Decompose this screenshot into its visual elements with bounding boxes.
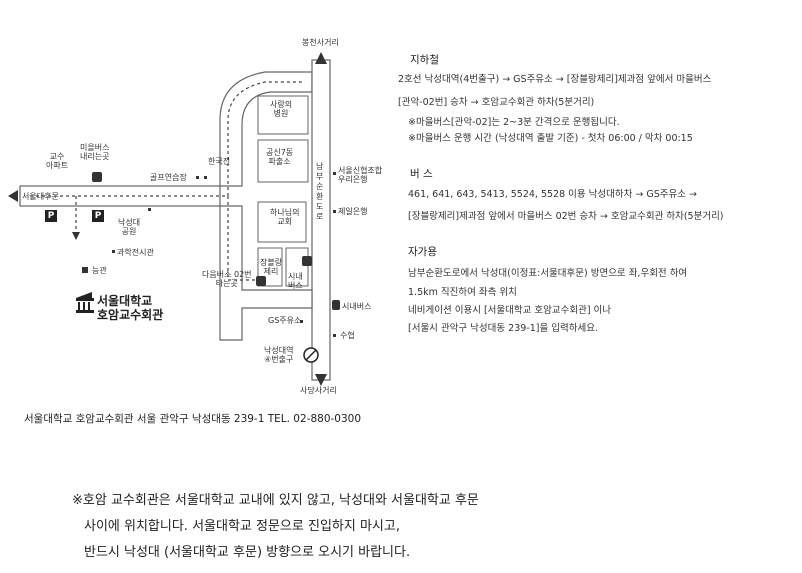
subway-line: 2호선 낙성대역(4번출구) → GS주유소 → [장블랑제리]제과점 앞에서 …: [398, 74, 712, 85]
marker: [112, 250, 115, 253]
car-line: 1.5km 직진하여 좌측 위치: [408, 287, 517, 298]
address-caption: 서울대학교 호암교수회관 서울 관악구 낙성대동 239-1 TEL. 02-8…: [24, 413, 362, 425]
car-line: 남부순환도로에서 낙성대(이정표:서울대후문) 방면으로 좌,우회전 하여: [408, 268, 688, 279]
label-bus-02: 다음버스 02번 타는곳: [202, 270, 252, 288]
subway-icon: [303, 347, 319, 363]
label-station: 낙성대역 ④번출구: [264, 346, 294, 364]
label-gongsin: 공신7동 파출소: [266, 148, 294, 166]
notice-line: 사이에 위치합니다. 서울대학교 정문으로 진입하지 마시고,: [84, 519, 400, 534]
marker-doosan: [82, 267, 88, 273]
marker: [148, 208, 151, 211]
block-hani: [257, 201, 307, 243]
route-down-arrow-icon: [72, 232, 80, 240]
bus-icon: [302, 256, 312, 266]
car-line: 네비게이션 이용시 [서울대학교 호암교수회관] 이나: [408, 305, 612, 316]
label-doosan: 능관: [92, 266, 107, 275]
parking-icon: P: [45, 210, 57, 222]
south-road-label: 사당사거리: [300, 386, 337, 395]
label-mieulbus-stop: 미을버스 내리는곳: [80, 143, 110, 161]
marker: [196, 176, 199, 179]
label-golf: 골프연습장: [150, 173, 187, 182]
marker: [333, 172, 336, 175]
bus-icon: [256, 276, 266, 286]
bus-line: [장블랑제리]제과점 앞에서 마을버스 02번 승차 → 호암교수회관 하차(5…: [408, 211, 724, 222]
hall-icon: [76, 292, 94, 313]
notice: ※호암 교수회관은 서울대학교 교내에 있지 않고, 낙성대와 서울대학교 후문…: [72, 488, 479, 566]
label-city-bus-right: 시내버스: [342, 302, 372, 311]
notice-line: ※호암 교수회관은 서울대학교 교내에 있지 않고, 낙성대와 서울대학교 후문: [72, 493, 479, 508]
notice-line: 반드시 낙성대 (서울대학교 후문) 방향으로 오시기 바랍니다.: [84, 545, 411, 560]
car-line: [서울시 관악구 낙성대동 239-1]을 입력하세요.: [408, 323, 598, 334]
road-link: [219, 205, 313, 341]
label-suhyeop: 수협: [340, 331, 355, 340]
subway-line: [관악-02번] 승차 → 호암교수회관 하차(5분거리): [398, 97, 595, 108]
subway-line: ※마을버스 운행 시간 (낙성대역 출발 기준) - 첫차 06:00 / 막차…: [408, 133, 693, 144]
location-map: [8, 52, 340, 386]
west-gate-label: 서울대후문: [22, 192, 59, 201]
label-park: 낙성대 공원: [118, 218, 141, 236]
label-jeil-bank: 제일은행: [338, 207, 368, 216]
label-hani-church: 하나님의 교회: [270, 208, 300, 226]
marker: [333, 210, 336, 213]
bus-line: 461, 641, 643, 5413, 5524, 5528 이용 낙성대하차…: [408, 189, 697, 200]
hall-name: 서울대학교 호암교수회관: [97, 294, 163, 322]
label-professor-apt: 교수 아파트: [46, 152, 69, 170]
subway-title: 지하철: [410, 54, 439, 66]
parking-icon: P: [92, 210, 104, 222]
block-gongsin: [257, 139, 309, 183]
route-line: [30, 81, 305, 197]
north-road-label: 봉천사거리: [302, 38, 339, 47]
label-jangbeul: 장블랑 제리: [260, 258, 283, 276]
label-korea-electric: 한국전: [208, 157, 231, 166]
route-line-south: [227, 196, 260, 281]
west-arrow-icon: [8, 190, 18, 202]
label-gs: GS주유소: [268, 316, 302, 325]
marker: [300, 320, 303, 323]
label-city-bus: 시내 버스: [288, 272, 303, 290]
label-seoul-credit: 서울신협조합 우리은행: [338, 166, 383, 184]
main-road-label: 남부순환도로: [316, 162, 324, 221]
bus-icon: [92, 172, 102, 182]
subway-line: ※마을버스[관악-02]는 2~3분 간격으로 운행됩니다.: [408, 117, 620, 128]
marker: [204, 176, 207, 179]
hall-name-line2: 호암교수회관: [97, 308, 164, 322]
label-satdri-building: 사랑의 병원: [270, 100, 293, 118]
bus-title: 버 스: [410, 168, 433, 180]
marker: [333, 334, 336, 337]
car-title: 자가용: [408, 246, 437, 258]
north-arrow-icon: [315, 52, 327, 64]
label-science-hall: 과학전시관: [117, 248, 154, 257]
south-arrow-icon: [315, 374, 327, 386]
hall-name-line1: 서울대학교: [97, 294, 153, 308]
block-satdri: [257, 95, 309, 135]
bus-icon: [332, 300, 340, 310]
